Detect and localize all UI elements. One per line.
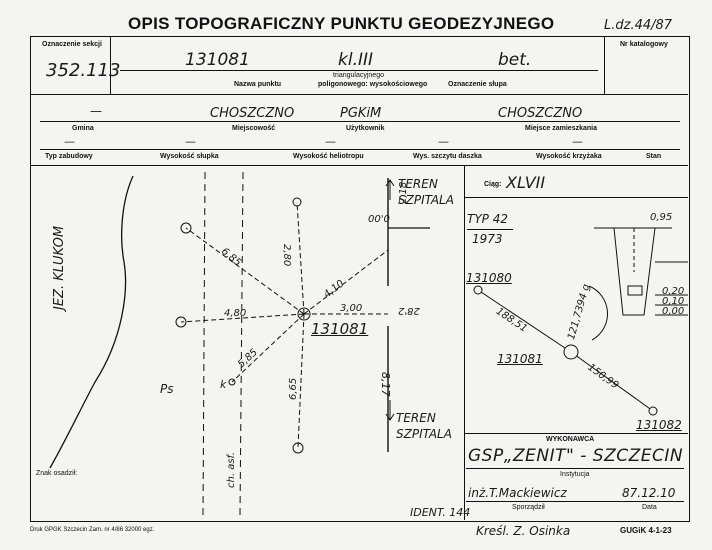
point-label: 131081 <box>311 320 369 338</box>
section-label: Oznaczenie sekcji <box>42 41 102 48</box>
cross-height-label: Wysokość krzyżaka <box>536 153 602 160</box>
contractor-label: WYKONAWCA <box>546 436 595 443</box>
prepared-by-label: Sporządził <box>512 504 545 511</box>
row-divider <box>30 165 688 166</box>
sketch-divider <box>464 165 465 520</box>
k-label: k <box>220 378 227 391</box>
residence-value: CHOSZCZNO <box>498 106 583 121</box>
form-code: GUGiK 4-1-23 <box>620 526 672 535</box>
point-class: kl.III <box>338 50 374 70</box>
condition-label: Stan <box>646 153 662 160</box>
divider <box>110 36 111 94</box>
polygon-label: poligonowego: wysokościowego <box>318 81 428 88</box>
user-value: PGKiM <box>340 106 382 121</box>
dash: — <box>64 135 75 148</box>
register-number: L.dz.44/87 <box>604 18 673 33</box>
drafter: Kreśl. Z. Osinka <box>476 524 571 538</box>
catalog-label: Nr katalogowy <box>620 41 668 48</box>
locality-value: CHOSZCZNO <box>210 106 295 121</box>
form-frame <box>30 36 690 522</box>
dash: — <box>185 135 196 148</box>
dash: — <box>572 135 583 148</box>
distance-665: 6,65 <box>288 377 299 400</box>
divider <box>604 36 605 94</box>
form-title: OPIS TOPOGRAFICZNY PUNKTU GEODEZYJNEGO <box>128 14 555 33</box>
dash: — <box>438 135 449 148</box>
distance-282: 28'2 <box>398 305 420 316</box>
distance-480: 4,80 <box>224 308 247 319</box>
date-value: 87.12.10 <box>622 486 676 500</box>
user-label: Użytkownik <box>346 125 385 132</box>
ps-label: Ps <box>160 382 174 396</box>
row-divider <box>464 197 688 198</box>
marker-year: 1973 <box>472 232 503 246</box>
residence-label: Miejsce zamieszkania <box>525 125 597 132</box>
point-131081-net: 131081 <box>497 352 543 366</box>
value-underline <box>466 501 684 502</box>
dash: — <box>325 135 336 148</box>
row-divider <box>30 94 688 95</box>
dim-020: 0,20 <box>662 286 685 297</box>
dim-010: 0,10 <box>662 296 685 307</box>
marker-type: bet. <box>498 50 532 70</box>
pillar-label: Oznaczenie słupa <box>448 81 507 88</box>
lake-label: JEZ. KLUKOM <box>52 225 67 310</box>
locality-label: Miejscowość <box>232 125 276 132</box>
commune-label: Gmina <box>72 125 94 132</box>
dim-095: 0,95 <box>650 212 673 223</box>
section-value: 352.113 <box>46 60 121 81</box>
prepared-by-value: inż.T.Mackiewicz <box>468 486 567 500</box>
print-info: Druk GPGK Szczecin Zam. nr 4/86 32000 eg… <box>30 527 155 533</box>
point-131082: 131082 <box>636 418 682 432</box>
heliotrope-label: Wysokość heliotropu <box>293 153 364 160</box>
date-label: Data <box>642 504 657 511</box>
ident-label: IDENT. 144 <box>410 506 471 519</box>
traverse-label: Ciąg: <box>484 181 502 188</box>
distance-218: 2,18 <box>398 181 409 204</box>
marker-type-value: TYP 42 <box>467 212 508 226</box>
hospital-area-top: TEREN SZPITALA <box>398 177 454 207</box>
contractor-value: GSP„ZENIT" - SZCZECIN <box>468 446 684 466</box>
post-height-label: Wysokość słupka <box>160 153 219 160</box>
distance-300: 3,00 <box>340 303 363 314</box>
roof-height-label: Wys. szczytu daszka <box>413 153 482 160</box>
point-number: 131081 <box>185 50 250 70</box>
value-underline <box>40 121 680 122</box>
installed-by-label: Znak osadził: <box>36 470 78 477</box>
building-type-label: Typ zabudowy <box>45 153 93 160</box>
value-underline <box>120 70 598 71</box>
commune-value: — <box>90 104 102 118</box>
traverse-value: XLVII <box>506 173 546 192</box>
value-underline <box>466 468 684 469</box>
dim-000: 0,00 <box>662 306 685 317</box>
hospital-area-bottom: TEREN SZPITALA <box>396 411 452 441</box>
value-underline <box>40 149 680 150</box>
distance-280: 2,80 <box>281 244 292 267</box>
asphalt-label: ch. asf. <box>226 451 237 488</box>
distance-00: 00'0 <box>368 214 390 225</box>
row-divider <box>464 433 688 434</box>
fraction-bar <box>467 229 513 230</box>
point-131080: 131080 <box>466 271 512 285</box>
triangulation-label: triangulacyjnego <box>333 72 384 79</box>
distance-817: 8,17 <box>379 372 392 397</box>
point-name-label: Nazwa punktu <box>234 81 282 88</box>
institution-label: Instytucja <box>560 471 590 478</box>
